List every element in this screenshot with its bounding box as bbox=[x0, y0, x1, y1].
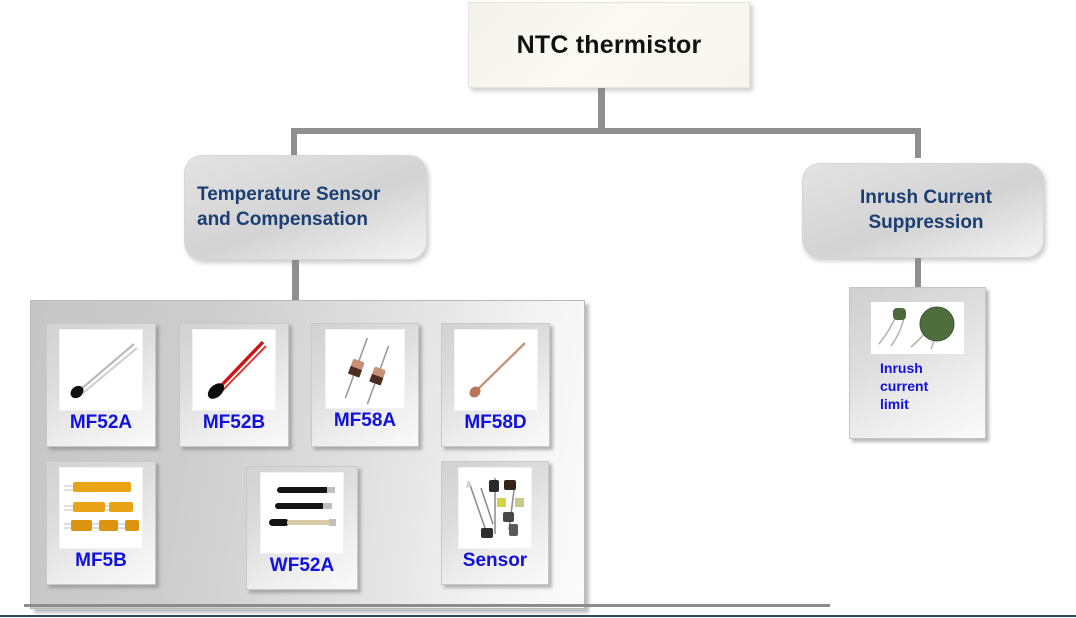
bottom-edge-line bbox=[0, 615, 1076, 617]
product-image-mf52a bbox=[60, 330, 142, 410]
assorted-sensor-probes-icon bbox=[466, 478, 524, 538]
category-node-inrush-current[interactable]: Inrush Current Suppression bbox=[802, 163, 1044, 258]
connector-to-inrush-node bbox=[915, 128, 921, 158]
product-image-wf52a bbox=[261, 473, 343, 553]
glass-encapsulated-thermistor-pair-icon bbox=[344, 337, 390, 405]
connector-horizontal-bus bbox=[291, 128, 921, 134]
product-image-inrush-current-limit bbox=[871, 302, 964, 354]
root-node-ntc-thermistor[interactable]: NTC thermistor bbox=[468, 2, 750, 88]
product-label-mf5b: MF5B bbox=[75, 550, 127, 571]
product-label-wf52a: WF52A bbox=[269, 555, 335, 576]
glass-diode-thermistor-icon bbox=[468, 342, 526, 398]
product-card-mf52a[interactable]: MF52A bbox=[46, 323, 156, 447]
sensor-product-grid: MF52A MF52B bbox=[31, 301, 584, 608]
product-label-mf58d: MF58D bbox=[464, 412, 527, 433]
sensor-product-panel: MF52A MF52B bbox=[30, 300, 585, 609]
product-label-sensor: Sensor bbox=[462, 550, 528, 571]
root-node-label: NTC thermistor bbox=[516, 30, 702, 59]
category-node-temperature-sensor[interactable]: Temperature Sensor and Compensation bbox=[184, 155, 427, 260]
bottom-divider bbox=[24, 604, 830, 607]
category-label-temperature-sensor: Temperature Sensor and Compensation bbox=[197, 184, 381, 230]
bead-thermistor-silver-leads-icon bbox=[70, 343, 138, 399]
connector-temperature-to-panel bbox=[292, 257, 299, 302]
product-card-mf58a[interactable]: MF58A bbox=[311, 323, 419, 447]
connector-inrush-to-card bbox=[915, 257, 921, 287]
product-image-mf58a bbox=[326, 330, 404, 408]
product-label-mf58a: MF58A bbox=[333, 410, 397, 431]
product-card-inrush-current-limit[interactable]: Inrush current limit bbox=[849, 287, 986, 439]
product-image-mf52b bbox=[193, 330, 275, 410]
product-image-mf5b bbox=[60, 468, 142, 548]
bead-thermistor-red-lead-icon bbox=[207, 340, 267, 399]
product-image-sensor bbox=[459, 468, 531, 548]
connector-to-temperature-node bbox=[291, 128, 297, 156]
product-card-mf58d[interactable]: MF58D bbox=[441, 323, 550, 447]
product-image-mf58d bbox=[454, 330, 537, 410]
product-card-mf5b[interactable]: MF5B bbox=[46, 461, 156, 585]
product-card-wf52a[interactable]: WF52A bbox=[246, 466, 358, 590]
product-card-sensor[interactable]: Sensor bbox=[441, 461, 549, 585]
product-label-mf52a: MF52A bbox=[69, 412, 133, 433]
connector-root-vertical bbox=[598, 82, 605, 134]
product-card-mf52b[interactable]: MF52B bbox=[179, 323, 289, 447]
chip-thermistor-array-icon bbox=[64, 482, 139, 531]
product-label-inrush-current-limit: Inrush current limit bbox=[880, 360, 929, 412]
product-label-mf52b: MF52B bbox=[202, 412, 266, 433]
probe-thermistor-black-icon bbox=[269, 487, 336, 526]
category-label-inrush-current: Inrush Current Suppression bbox=[860, 187, 992, 233]
green-disc-thermistor-icon bbox=[878, 306, 955, 350]
